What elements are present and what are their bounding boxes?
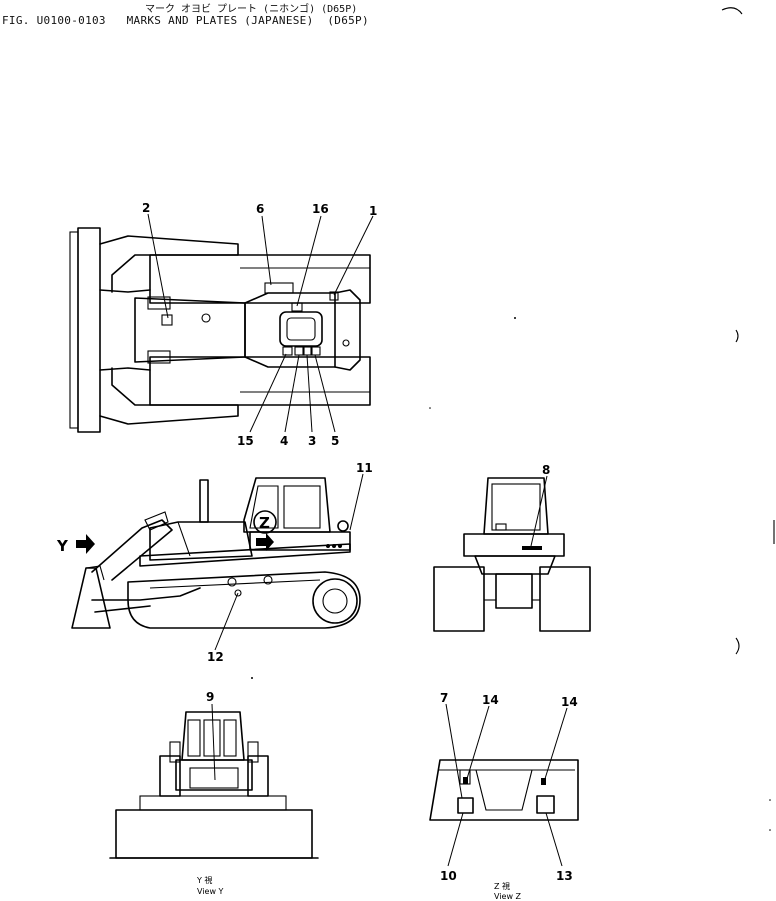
callout-14-a: 14 bbox=[482, 693, 499, 707]
callout-12: 12 bbox=[207, 650, 224, 664]
callout-9: 9 bbox=[206, 690, 214, 704]
callout-14-b: 14 bbox=[561, 695, 578, 709]
view-y: 9 Y 視 View Y bbox=[109, 690, 319, 896]
callout-5: 5 bbox=[331, 434, 339, 448]
callout-16: 16 bbox=[312, 202, 329, 216]
view-y-caption-en: View Y bbox=[197, 887, 224, 896]
callout-10: 10 bbox=[440, 869, 457, 883]
callout-13: 13 bbox=[556, 869, 573, 883]
callout-8: 8 bbox=[542, 463, 550, 477]
view-z: 7 14 14 10 13 Z 視 View Z bbox=[429, 691, 579, 901]
top-view: 2 6 16 1 15 4 3 5 bbox=[69, 201, 377, 448]
z-arrow-label: Z bbox=[259, 514, 270, 532]
callout-6: 6 bbox=[256, 202, 264, 216]
figure-title: FIG. U0100-0103 MARKS AND PLATES (JAPANE… bbox=[2, 14, 369, 27]
callout-2: 2 bbox=[142, 201, 150, 215]
scan-marks bbox=[251, 7, 775, 831]
view-y-caption-jp: Y 視 bbox=[196, 876, 212, 885]
view-z-caption-en: View Z bbox=[494, 892, 522, 901]
y-arrow-label: Y bbox=[56, 537, 69, 555]
view-z-caption-jp: Z 視 bbox=[494, 882, 510, 891]
callout-11: 11 bbox=[356, 461, 373, 475]
callout-15: 15 bbox=[237, 434, 254, 448]
callout-3: 3 bbox=[308, 434, 316, 448]
side-view: Z Y 11 12 bbox=[56, 461, 373, 664]
y-direction-arrow bbox=[76, 534, 95, 554]
japanese-title: マーク オヨビ プレート (ニホンゴ) (D65P) bbox=[145, 4, 358, 15]
callout-4: 4 bbox=[280, 434, 288, 448]
callout-1: 1 bbox=[369, 204, 377, 218]
callout-7: 7 bbox=[440, 691, 448, 705]
z-direction-arrow bbox=[256, 533, 274, 551]
rear-view: 8 bbox=[433, 463, 591, 632]
